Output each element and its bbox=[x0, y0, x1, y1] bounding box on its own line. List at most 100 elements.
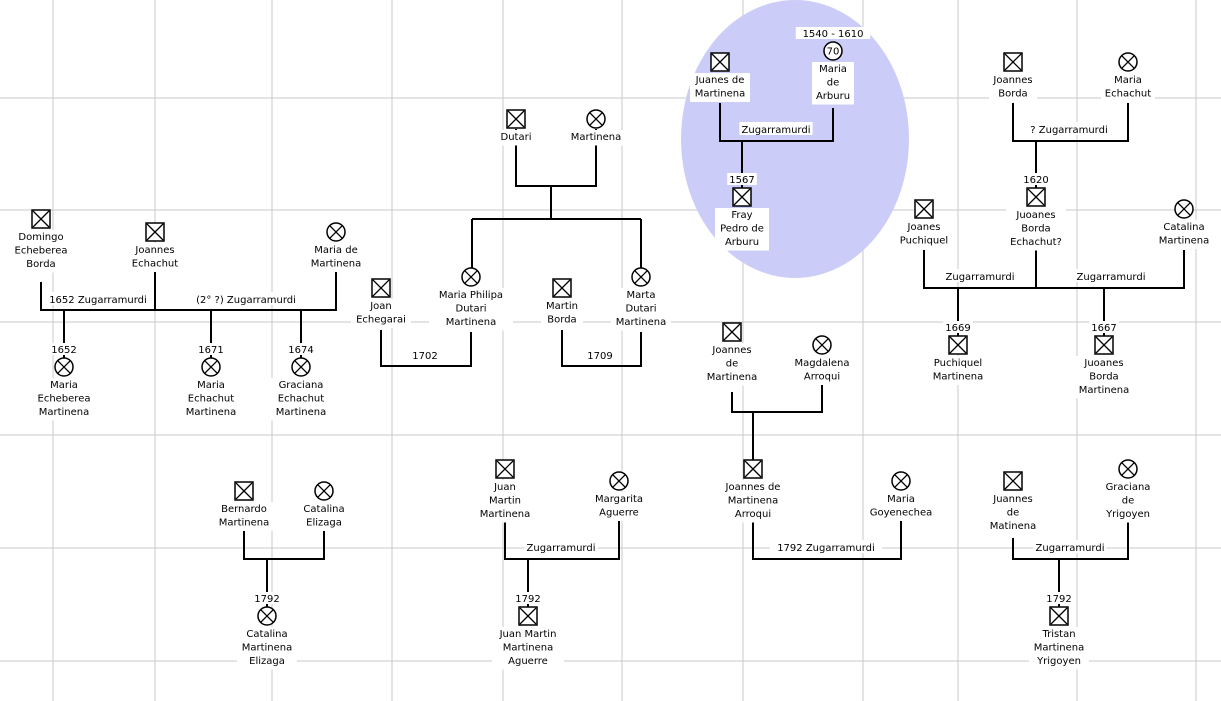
union-label: 1652 Zugarramurdi bbox=[49, 295, 147, 306]
year-bg bbox=[943, 321, 973, 333]
relationship-line bbox=[243, 531, 325, 560]
deceased-cross bbox=[915, 200, 933, 218]
person-name-line: Juannes bbox=[992, 494, 1032, 505]
person-name-line: Catalina bbox=[246, 629, 287, 640]
union-label-bg bbox=[1033, 540, 1107, 553]
birth-year: 1620 bbox=[1023, 175, 1048, 186]
birth-year: 1792 bbox=[1046, 594, 1071, 605]
person-name-line: Martinena bbox=[503, 643, 554, 654]
union-label: Zugarramurdi bbox=[946, 272, 1015, 283]
relationship-lines bbox=[40, 103, 1185, 607]
person-name-line: Dutari bbox=[456, 304, 487, 315]
person-name-line: Juanes de bbox=[695, 75, 745, 86]
name-bg bbox=[589, 492, 649, 521]
union-labels: 1652 Zugarramurdi(2° ?) Zugarramurdi1702… bbox=[47, 122, 1148, 554]
deceased-cross bbox=[464, 270, 478, 284]
name-bg bbox=[128, 243, 182, 272]
person-name-line: Marta bbox=[627, 290, 656, 301]
birth-year: 1792 bbox=[254, 594, 279, 605]
deceased-cross bbox=[294, 360, 308, 374]
name-bg bbox=[495, 130, 537, 146]
person-martinena-top[interactable]: Martinena bbox=[566, 109, 626, 146]
relationship-line bbox=[923, 250, 1185, 289]
person-name-line: Echeberea bbox=[38, 394, 91, 405]
person-name-line: Martinena bbox=[186, 407, 237, 418]
year-bg bbox=[1089, 321, 1119, 333]
person-name-line: Martinena bbox=[39, 407, 90, 418]
person-name-line: Maria bbox=[819, 64, 847, 75]
person-name-line: Aguerre bbox=[508, 656, 548, 667]
person-name-line: Arroqui bbox=[804, 372, 840, 383]
person-name-line: Maria de bbox=[314, 245, 357, 256]
deceased-cross bbox=[949, 336, 967, 354]
person-name-line: Martinena bbox=[707, 372, 758, 383]
name-bg bbox=[986, 492, 1040, 535]
person-name-line: Joannes bbox=[711, 345, 751, 356]
name-bg bbox=[541, 299, 583, 328]
name-bg bbox=[720, 480, 786, 523]
person-name-line: Echeberea bbox=[15, 246, 68, 257]
deceased-cross bbox=[317, 484, 331, 498]
person-name-line: Maria bbox=[887, 494, 915, 505]
person-name-line: de bbox=[1122, 496, 1135, 507]
person-name-line: Pedro de bbox=[720, 224, 764, 235]
person-name-line: Martinena bbox=[276, 407, 327, 418]
deceased-cross bbox=[1050, 607, 1068, 625]
person-name-line: Graciana bbox=[1106, 482, 1151, 493]
person-name-line: Juan Martin bbox=[499, 629, 557, 640]
relationship-line bbox=[719, 103, 834, 142]
year-bg bbox=[196, 343, 226, 355]
person-name-line: Dutari bbox=[626, 304, 657, 315]
deceased-cross bbox=[1177, 202, 1191, 216]
name-bg bbox=[1074, 356, 1134, 399]
person-name-line: Joannes de bbox=[725, 482, 781, 493]
people: DomingoEchebereaBordaJoannesEchachutMari… bbox=[11, 27, 1214, 670]
deceased-cross bbox=[1121, 55, 1135, 69]
person-name-line: Yrigoyen bbox=[1105, 509, 1150, 520]
union-label-bg bbox=[739, 122, 813, 135]
person-name-line: Arburu bbox=[816, 91, 850, 102]
relationship-line bbox=[40, 270, 337, 311]
person-dutari[interactable]: Dutari bbox=[495, 109, 537, 146]
birth-year: 1652 bbox=[51, 345, 76, 356]
person-name-line: Martinena bbox=[219, 518, 270, 529]
name-bg bbox=[306, 243, 366, 272]
birth-year: 1671 bbox=[198, 345, 223, 356]
deceased-cross bbox=[711, 53, 729, 71]
person-name-line: Juoanes bbox=[1015, 210, 1055, 221]
